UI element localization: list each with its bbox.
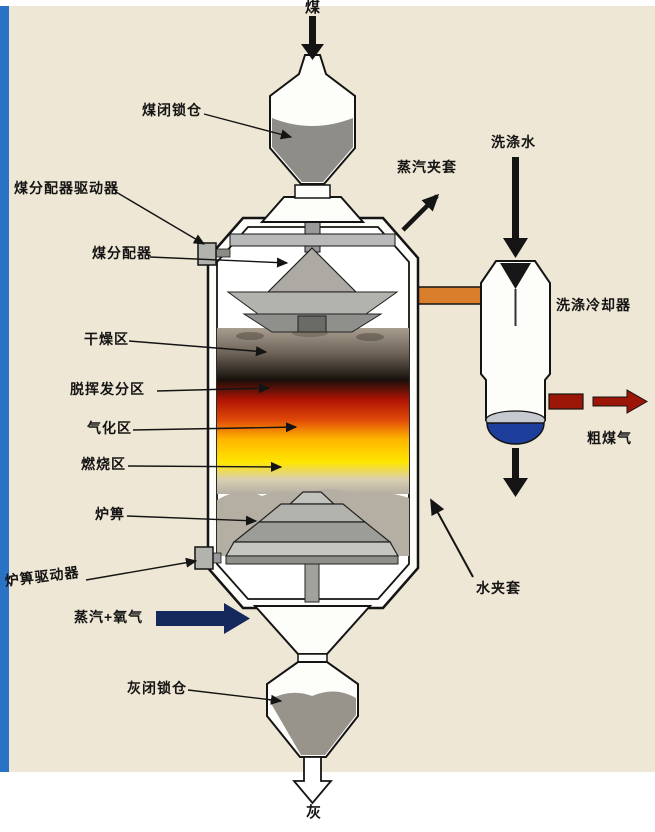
leader-gasification-zone bbox=[132, 422, 298, 433]
grate-drive-box bbox=[194, 546, 214, 570]
washing-water-arrow bbox=[503, 157, 528, 258]
steam-oxygen-arrow bbox=[156, 603, 250, 634]
label-raw-coal-gas: 粗煤气 bbox=[587, 430, 632, 446]
label-drying-zone: 干燥区 bbox=[84, 331, 129, 347]
leader-combustion-zone bbox=[127, 461, 283, 472]
distributor-drive-shaft bbox=[215, 248, 231, 258]
label-coal: 煤 bbox=[305, 0, 322, 16]
ash-discharge-arrow bbox=[292, 756, 333, 805]
label-ash: 灰 bbox=[306, 804, 323, 821]
cooler-inlet-cone bbox=[500, 263, 531, 289]
label-gasification-zone: 气化区 bbox=[87, 420, 132, 436]
gasification-band bbox=[217, 420, 409, 462]
grate-shaft bbox=[304, 563, 320, 603]
leader-drying-zone bbox=[128, 340, 268, 357]
leader-grate-driver bbox=[85, 557, 198, 581]
distributor-drive-box bbox=[197, 242, 217, 266]
leader-coal-distributor bbox=[149, 256, 289, 268]
left-blue-bar bbox=[0, 6, 9, 772]
cooler-outlet-arrow bbox=[503, 448, 528, 497]
grate-drive-shaft bbox=[212, 552, 222, 564]
raw-gas-stub bbox=[548, 393, 584, 410]
crossover-pipe bbox=[413, 286, 485, 305]
label-steam-jacket: 蒸汽夹套 bbox=[397, 159, 457, 175]
coal-texture bbox=[356, 333, 384, 341]
coal-lock-hopper-shape bbox=[269, 54, 356, 185]
leader-coal-lock-hopper bbox=[203, 113, 293, 140]
leader-lines bbox=[85, 113, 298, 705]
coal-texture bbox=[236, 332, 264, 340]
cooler-bottom-dome bbox=[486, 422, 545, 445]
leader-coal-distributor-driver bbox=[115, 191, 206, 245]
leader-ash-lock-hopper bbox=[187, 689, 283, 705]
raw-gas-arrow bbox=[592, 389, 649, 414]
label-coal-distributor: 煤分配器 bbox=[92, 245, 152, 261]
label-water-jacket: 水夹套 bbox=[476, 580, 521, 596]
leader-devolatilization-zone bbox=[156, 383, 271, 394]
coal-feed-arrow bbox=[301, 16, 324, 60]
ash-lock-hopper-shape bbox=[266, 661, 359, 758]
inlet-flange bbox=[294, 184, 331, 199]
water-jacket-pointer bbox=[430, 498, 474, 578]
label-combustion-zone: 燃烧区 bbox=[81, 456, 126, 472]
coal-fill bbox=[272, 118, 353, 182]
label-coal-lock-hopper: 煤闭锁仓 bbox=[142, 102, 202, 118]
devolatilization-band bbox=[217, 380, 409, 420]
label-wash-cooler: 洗涤冷却器 bbox=[556, 297, 631, 313]
label-grate: 炉箅 bbox=[95, 506, 125, 522]
label-coal-distributor-driver: 煤分配器驱动器 bbox=[14, 180, 119, 196]
coal-distributor-mechanism bbox=[226, 221, 399, 333]
grate-mechanism bbox=[224, 491, 400, 603]
wash-cooler-assembly bbox=[413, 157, 649, 497]
label-washing-water: 洗涤水 bbox=[491, 134, 536, 150]
label-ash-lock-hopper: 灰闭锁仓 bbox=[127, 680, 187, 696]
label-devolatilization-zone: 脱挥发分区 bbox=[70, 381, 145, 397]
label-steam-oxygen: 蒸汽+氧气 bbox=[74, 609, 144, 625]
steam-jacket-arrow bbox=[401, 193, 440, 232]
wash-cooler-vessel bbox=[480, 260, 551, 421]
distributor-hub bbox=[297, 315, 327, 333]
ash-fill bbox=[269, 691, 356, 755]
gasifier-vessel bbox=[194, 184, 420, 665]
leader-grate bbox=[126, 515, 258, 526]
vessel-top-dome bbox=[259, 196, 366, 223]
